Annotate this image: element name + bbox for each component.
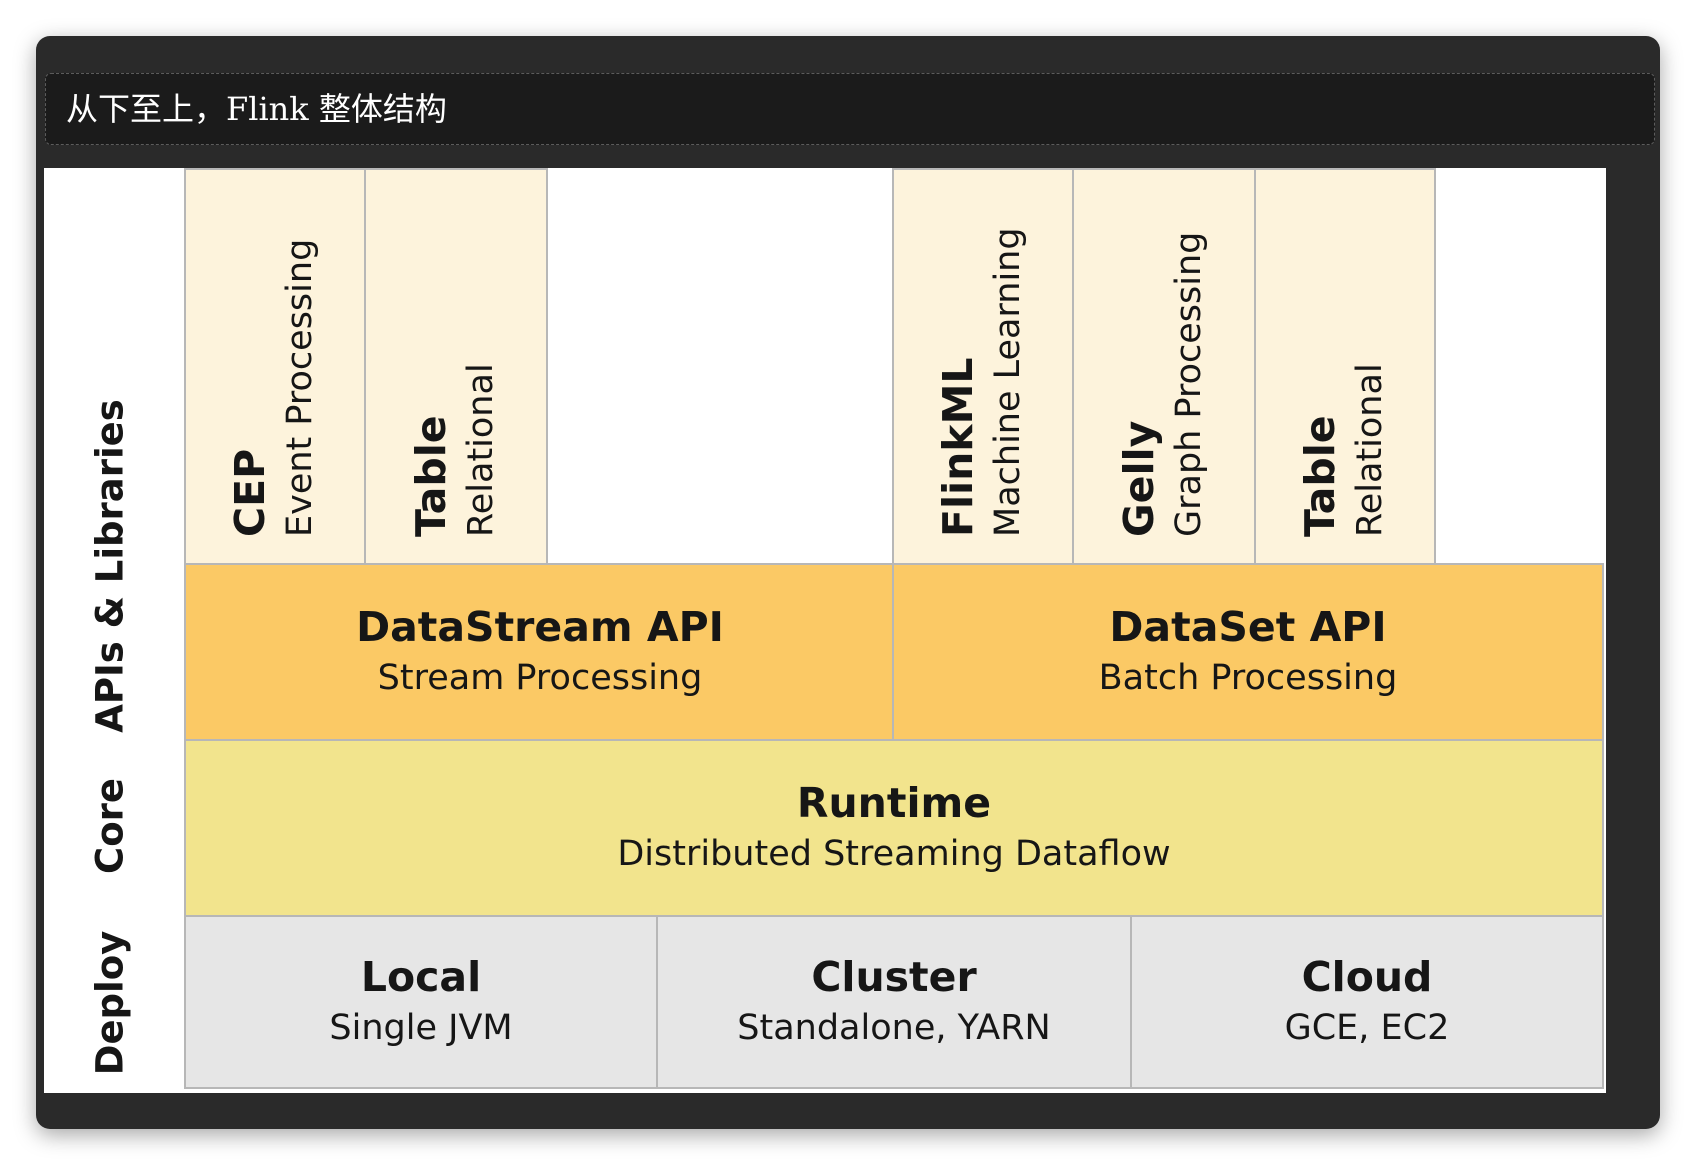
runtime-title: Runtime xyxy=(796,779,992,827)
deploy-box-cloud: Cloud GCE, EC2 xyxy=(1130,915,1604,1089)
api-subtitle: Batch Processing xyxy=(1098,658,1398,698)
caption-bar xyxy=(45,73,1655,145)
library-subtitle: Event Processing xyxy=(280,238,320,537)
deploy-subtitle: Standalone, YARN xyxy=(737,1008,1051,1048)
api-box-dataset: DataSet API Batch Processing xyxy=(892,563,1604,741)
library-title: CEP xyxy=(226,448,274,537)
layer-label-apis-text: APIs & Libraries xyxy=(88,399,132,733)
library-box-gelly: Gelly Graph Processing xyxy=(1072,168,1256,565)
library-subtitle: Machine Learning xyxy=(988,227,1028,537)
flink-architecture-diagram: APIs & Libraries Core Deploy CEP Event P… xyxy=(44,168,1606,1093)
library-title: Table xyxy=(1296,415,1344,537)
library-subtitle: Relational xyxy=(1350,363,1390,537)
runtime-box: Runtime Distributed Streaming Dataflow xyxy=(184,739,1604,917)
library-subtitle: Relational xyxy=(461,363,501,537)
deploy-subtitle: GCE, EC2 xyxy=(1284,1008,1450,1048)
library-title: Table xyxy=(407,415,455,537)
caption-title: 从下至上，Flink 整体结构 xyxy=(66,90,447,128)
library-title: Gelly xyxy=(1115,420,1163,537)
deploy-subtitle: Single JVM xyxy=(329,1008,513,1048)
layer-label-deploy-text: Deploy xyxy=(88,930,132,1076)
runtime-subtitle: Distributed Streaming Dataflow xyxy=(617,834,1171,874)
deploy-box-cluster: Cluster Standalone, YARN xyxy=(656,915,1132,1089)
api-box-datastream: DataStream API Stream Processing xyxy=(184,563,896,741)
library-subtitle: Graph Processing xyxy=(1169,231,1209,537)
library-box-cep: CEP Event Processing xyxy=(184,168,366,565)
library-title: FlinkML xyxy=(934,357,982,538)
library-box-table-batch: Table Relational xyxy=(1254,168,1436,565)
api-subtitle: Stream Processing xyxy=(377,658,703,698)
layer-label-core-text: Core xyxy=(88,778,132,874)
deploy-title: Local xyxy=(360,953,482,1001)
library-box-table-stream: Table Relational xyxy=(364,168,548,565)
library-box-flinkml: FlinkML Machine Learning xyxy=(892,168,1074,565)
deploy-title: Cloud xyxy=(1301,953,1433,1001)
api-title: DataSet API xyxy=(1109,603,1387,651)
deploy-box-local: Local Single JVM xyxy=(184,915,658,1089)
api-title: DataStream API xyxy=(356,603,724,651)
deploy-title: Cluster xyxy=(811,953,977,1001)
